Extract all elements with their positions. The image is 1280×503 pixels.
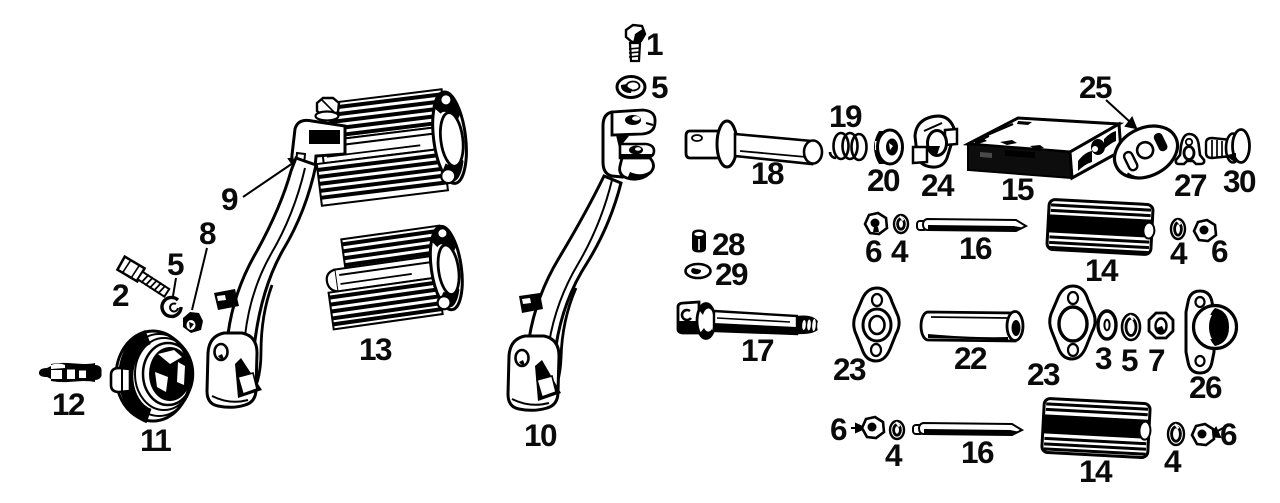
svg-text:25: 25	[1079, 69, 1112, 105]
svg-text:27: 27	[1174, 167, 1207, 203]
svg-text:13: 13	[359, 331, 392, 367]
svg-text:4: 4	[891, 233, 909, 269]
svg-text:5: 5	[1121, 342, 1138, 378]
svg-text:16: 16	[959, 230, 992, 266]
svg-text:14: 14	[1079, 453, 1113, 489]
svg-text:9: 9	[221, 181, 238, 217]
svg-text:6: 6	[865, 233, 882, 269]
svg-text:1: 1	[646, 26, 663, 62]
svg-text:3: 3	[1095, 340, 1112, 376]
svg-text:19: 19	[829, 98, 862, 134]
svg-text:30: 30	[1223, 163, 1256, 199]
svg-text:6: 6	[1211, 233, 1228, 269]
svg-text:20: 20	[867, 162, 900, 198]
svg-text:2: 2	[112, 277, 129, 313]
svg-text:23: 23	[833, 351, 866, 387]
svg-text:28: 28	[712, 226, 745, 262]
svg-text:29: 29	[715, 256, 748, 292]
svg-text:11: 11	[140, 422, 171, 458]
svg-text:4: 4	[1170, 235, 1188, 271]
svg-text:17: 17	[741, 332, 774, 368]
svg-text:12: 12	[52, 386, 85, 422]
svg-text:22: 22	[954, 340, 987, 376]
svg-text:10: 10	[524, 417, 557, 453]
svg-text:8: 8	[199, 215, 216, 251]
svg-text:16: 16	[961, 434, 994, 470]
svg-text:4: 4	[1164, 443, 1182, 479]
svg-text:5: 5	[167, 246, 184, 282]
svg-text:6: 6	[1220, 416, 1237, 452]
svg-text:4: 4	[885, 437, 903, 473]
svg-text:26: 26	[1189, 369, 1222, 405]
svg-text:6: 6	[830, 411, 847, 447]
svg-text:5: 5	[651, 69, 668, 105]
svg-text:7: 7	[1148, 342, 1165, 378]
svg-text:23: 23	[1027, 356, 1060, 392]
svg-text:15: 15	[1001, 171, 1034, 207]
svg-text:24: 24	[921, 167, 955, 203]
svg-text:14: 14	[1085, 252, 1119, 288]
